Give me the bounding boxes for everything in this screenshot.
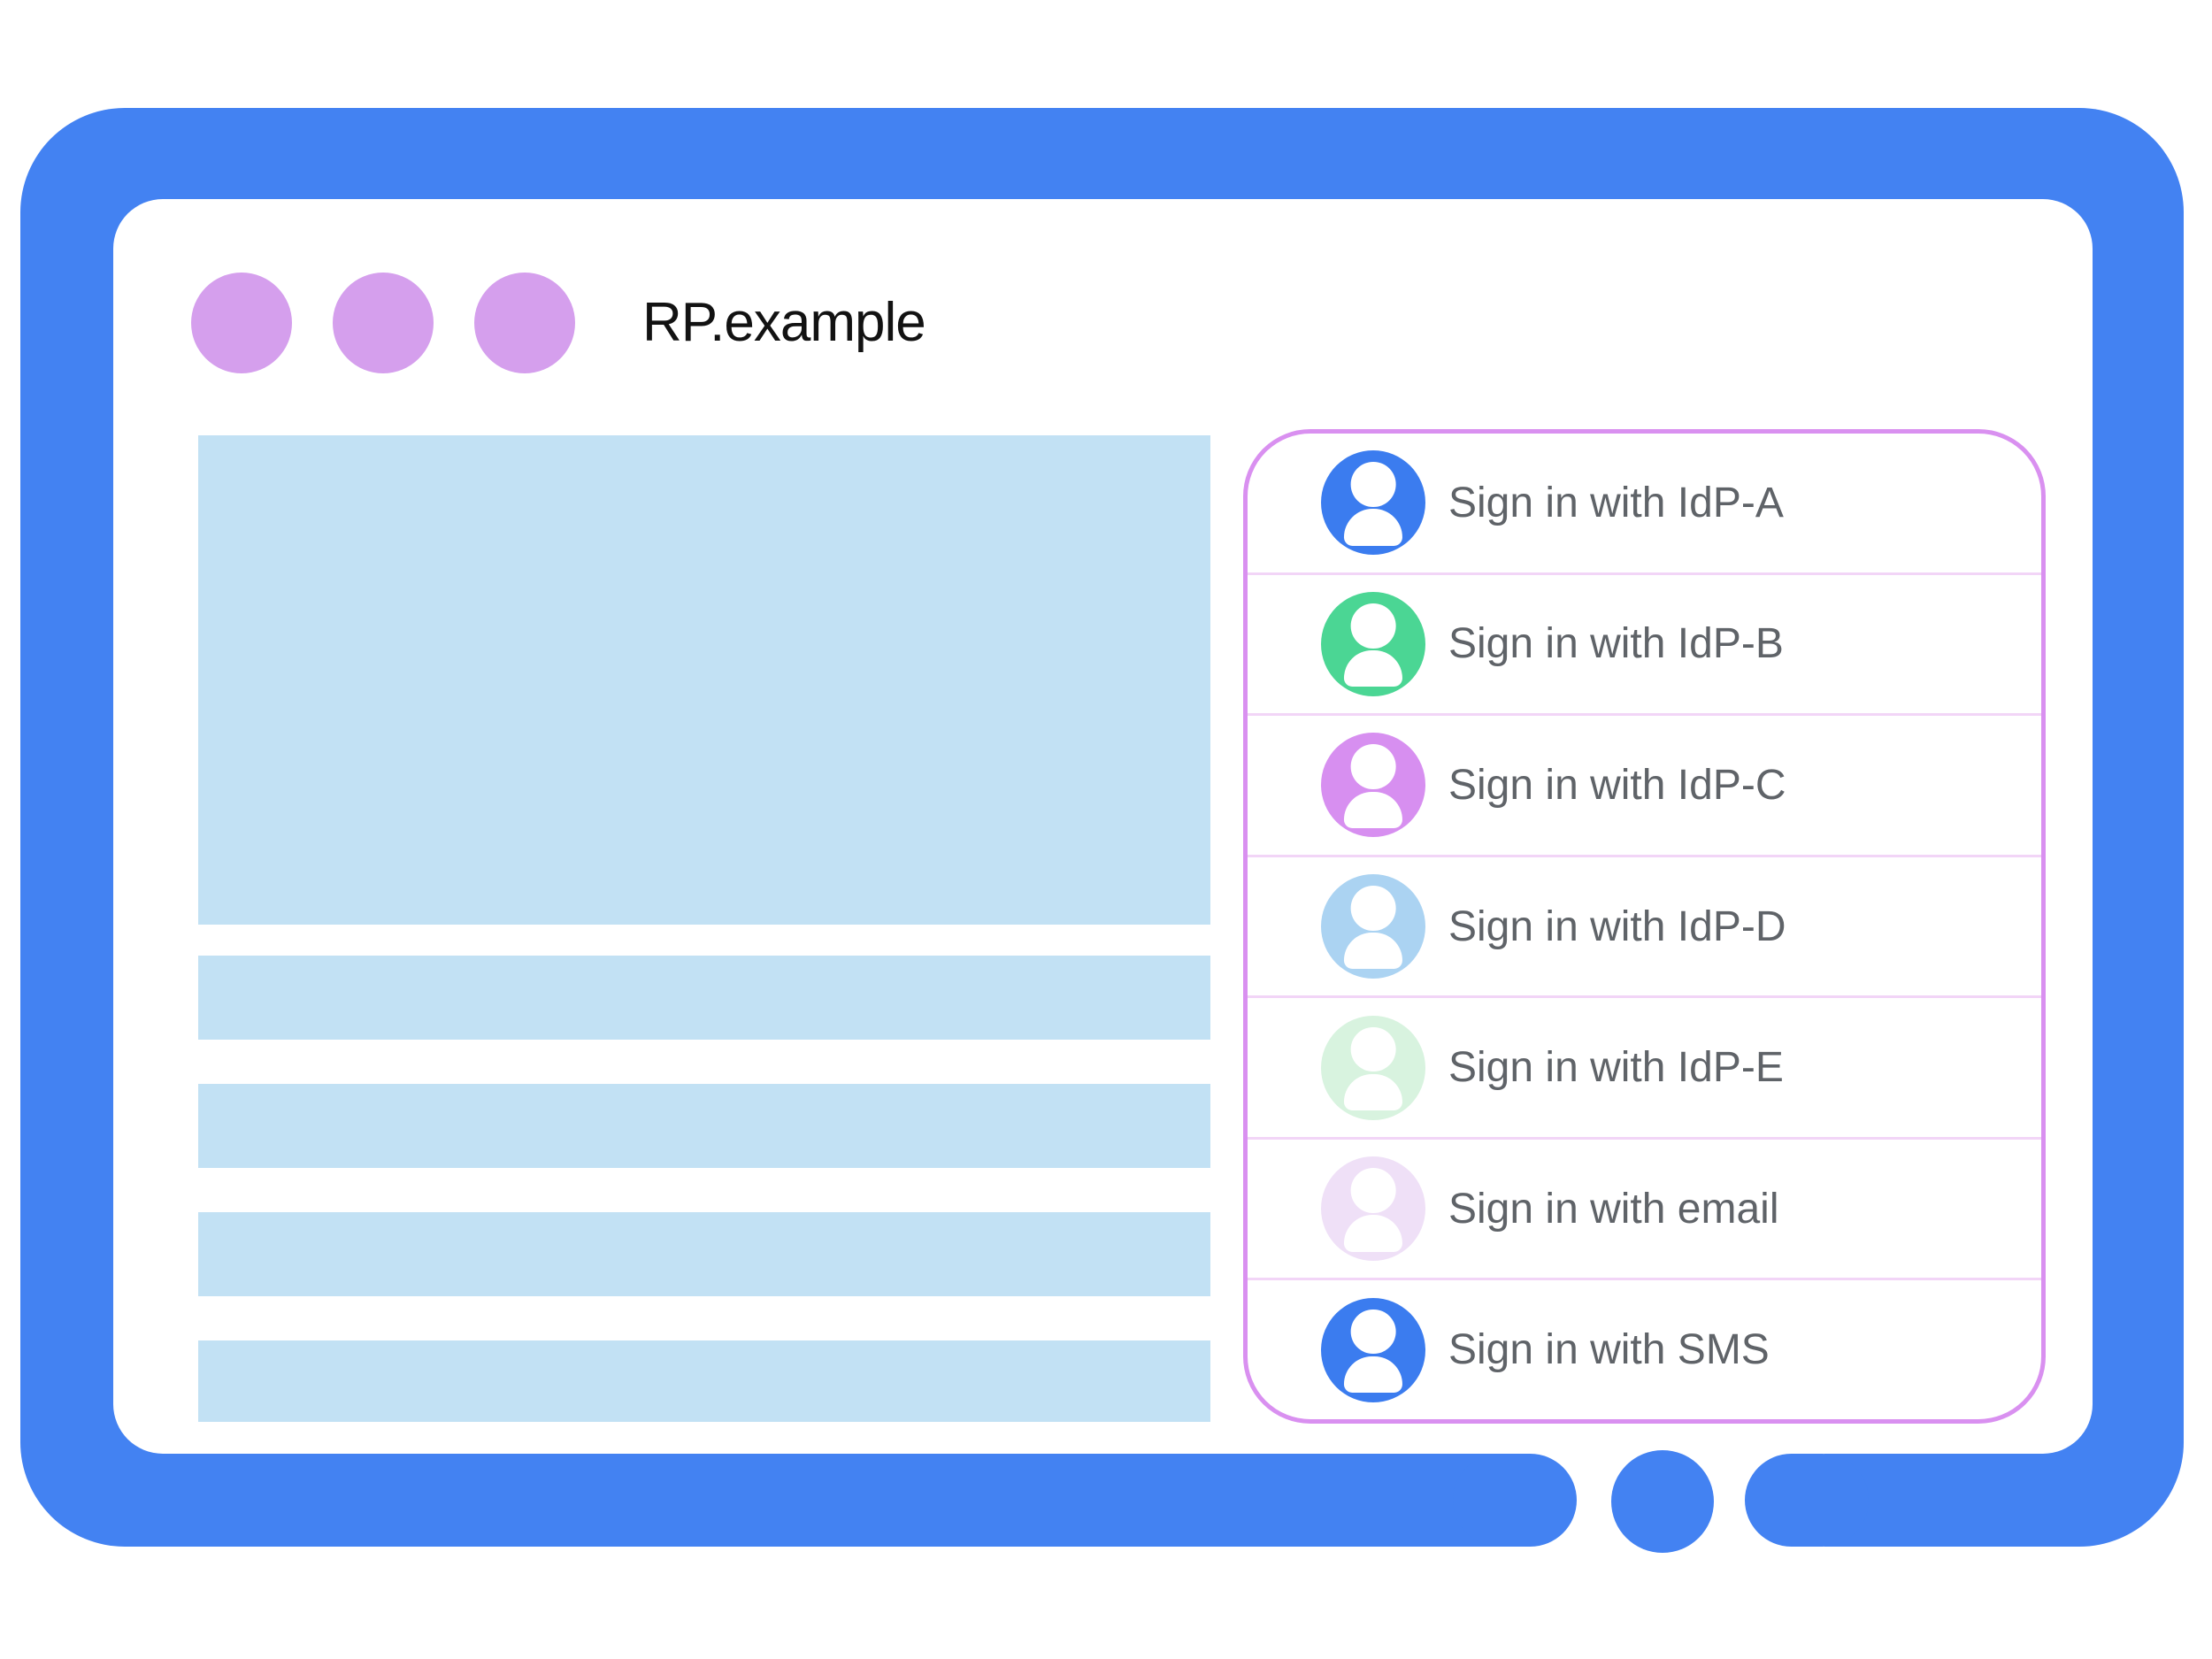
text-line-placeholder — [198, 1084, 1210, 1168]
signin-option-label: Sign in with IdP-D — [1448, 902, 1786, 950]
user-avatar-icon — [1321, 874, 1425, 979]
signin-chooser-panel: Sign in with IdP-A Sign in with IdP-B Si… — [1243, 429, 2046, 1424]
bezel-right-cap — [1745, 1454, 1869, 1547]
hero-content-placeholder — [198, 435, 1210, 925]
text-line-placeholder — [198, 956, 1210, 1040]
window-control-dot-3[interactable] — [474, 273, 575, 373]
user-avatar-icon — [1321, 733, 1425, 838]
site-title: RP.example — [642, 292, 926, 353]
signin-option-label: Sign in with IdP-B — [1448, 620, 1784, 668]
user-avatar-icon — [1321, 591, 1425, 696]
signin-option-label: Sign in with email — [1448, 1185, 1779, 1233]
signin-option-idp-a[interactable]: Sign in with IdP-A — [1248, 434, 2041, 572]
user-avatar-icon — [1321, 1297, 1425, 1402]
user-avatar-icon — [1321, 1156, 1425, 1262]
signin-option-idp-c[interactable]: Sign in with IdP-C — [1248, 713, 2041, 855]
signin-option-idp-e[interactable]: Sign in with IdP-E — [1248, 995, 2041, 1137]
signin-option-email[interactable]: Sign in with email — [1248, 1136, 2041, 1279]
window-control-dot-2[interactable] — [333, 273, 434, 373]
text-line-placeholder — [198, 1340, 1210, 1422]
titlebar: RP.example — [191, 272, 926, 374]
signin-option-sms[interactable]: Sign in with SMS — [1248, 1278, 2041, 1419]
signin-option-idp-b[interactable]: Sign in with IdP-B — [1248, 572, 2041, 714]
signin-option-label: Sign in with IdP-C — [1448, 761, 1786, 809]
signin-option-label: Sign in with IdP-A — [1448, 479, 1784, 526]
signin-option-label: Sign in with SMS — [1448, 1326, 1770, 1374]
home-button[interactable] — [1611, 1450, 1714, 1553]
signin-option-idp-d[interactable]: Sign in with IdP-D — [1248, 854, 2041, 996]
user-avatar-icon — [1321, 450, 1425, 556]
text-line-placeholder — [198, 1212, 1210, 1296]
signin-option-label: Sign in with IdP-E — [1448, 1044, 1784, 1092]
user-avatar-icon — [1321, 1015, 1425, 1120]
window-control-dot-1[interactable] — [191, 273, 292, 373]
bezel-left-cap — [1453, 1454, 1577, 1547]
